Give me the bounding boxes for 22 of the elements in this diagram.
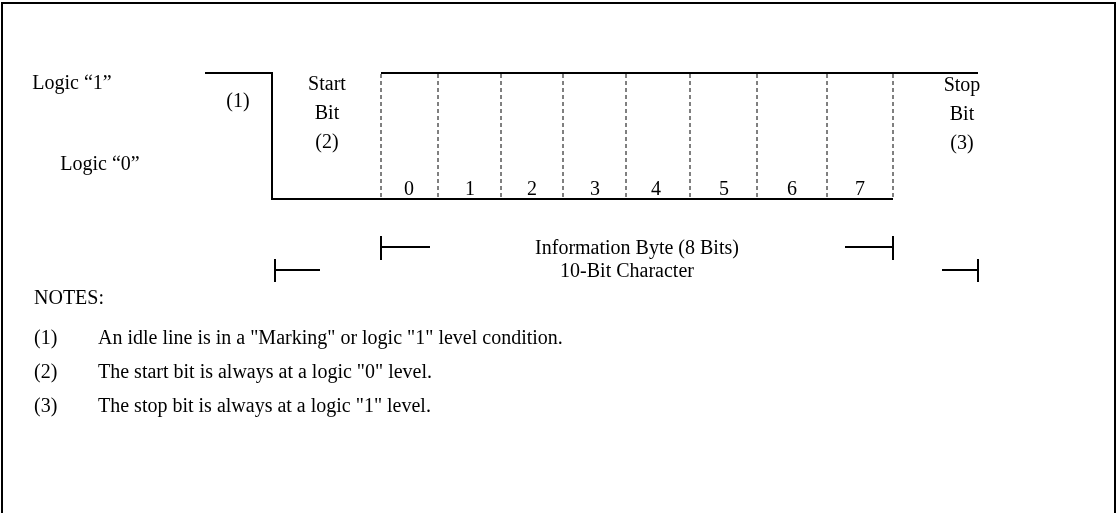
note-text: The stop bit is always at a logic "1" level.: [98, 393, 431, 417]
bit-number: 3: [590, 176, 600, 200]
bit-number: 6: [787, 176, 797, 200]
bit-number: 2: [527, 176, 537, 200]
bit-label: Start Bit (2): [307, 70, 347, 154]
notes-heading: NOTES:: [34, 285, 104, 309]
note-number: (2): [34, 359, 58, 383]
level-label: Logic “1”: [32, 70, 112, 94]
level-label: Logic “0”: [60, 151, 140, 175]
note-text: The start bit is always at a logic "0" level.: [98, 359, 432, 383]
note-marker: (1): [226, 88, 250, 112]
bit-number: 4: [651, 176, 661, 200]
bit-number: 0: [404, 176, 414, 200]
bit-number: 5: [719, 176, 729, 200]
note-number: (3): [34, 393, 58, 417]
note-text: An idle line is in a "Marking" or logic "1" level condition.: [98, 325, 563, 349]
dimension-label: 10-Bit Character: [560, 259, 694, 282]
bit-label: Stop Bit (3): [942, 71, 982, 155]
bit-number: 1: [465, 176, 475, 200]
dimension-label: Information Byte (8 Bits): [535, 235, 739, 259]
bit-number: 7: [855, 176, 865, 200]
note-number: (1): [34, 325, 58, 349]
